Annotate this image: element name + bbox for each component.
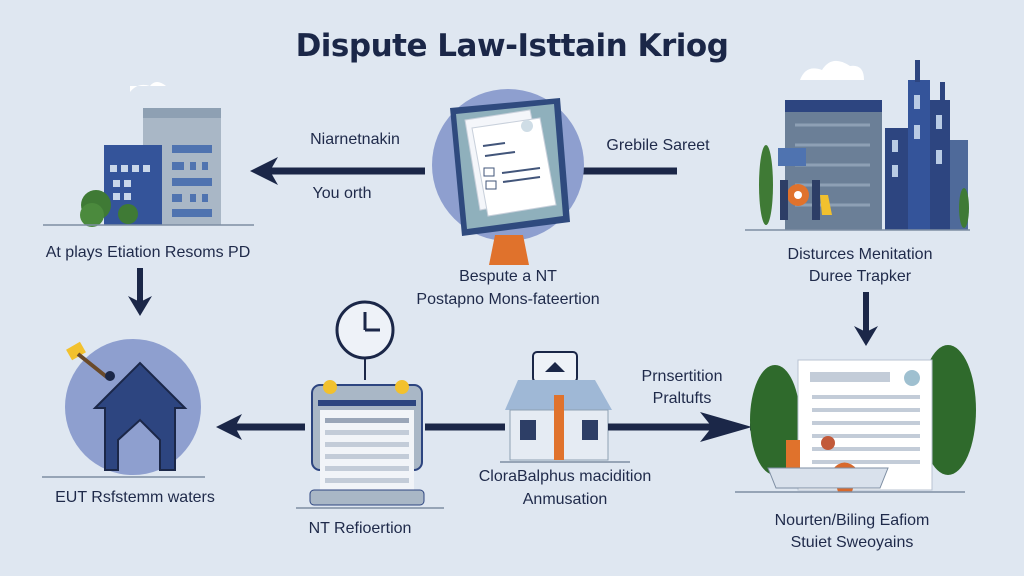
office-building-illustration	[43, 82, 254, 227]
node-label-top-left: At plays Etiation Resoms PD	[45, 244, 251, 261]
node-label-bottom-center-2: Anmusation	[522, 491, 608, 508]
arrow-down-right	[854, 292, 878, 346]
node-label-bottom-center-left: NT Refioertion	[308, 520, 412, 537]
report-document-illustration	[735, 345, 976, 493]
clock-laptop-illustration	[296, 300, 444, 509]
node-label-bottom-right-1: Nourten/Biling Eafiom	[774, 512, 930, 529]
edge-label-top-right: Grebile Sareet	[606, 137, 710, 154]
node-label-bottom-right-2: Stuiet Sweoyains	[790, 534, 914, 551]
edge-label-bottom-right-2: Praltufts	[652, 390, 712, 407]
page-title: Dispute Law-Isttain Kriog	[295, 28, 729, 64]
edge-label-top-left-above: Niarnetnakin	[310, 131, 400, 148]
edge-label-top-left-below: You orth	[312, 185, 372, 202]
node-label-top-center-1: Bespute a NT	[459, 268, 557, 285]
node-label-bottom-left: EUT Rsfstemm waters	[55, 489, 215, 506]
institution-building-illustration	[500, 351, 630, 463]
city-buildings-illustration	[745, 60, 970, 231]
node-label-bottom-center-1: CloraBalphus macidition	[478, 468, 652, 485]
edge-label-bottom-right-1: Prnsertition	[641, 368, 723, 385]
arrow-left-top	[250, 157, 425, 185]
node-label-top-right-1: Disturces Menitation	[787, 246, 933, 263]
node-label-top-center-2: Postapno Mons-fateertion	[416, 291, 600, 308]
arrow-down-left	[128, 268, 152, 316]
arrow-right-bottom	[608, 412, 770, 442]
house-gavel-illustration	[42, 339, 205, 478]
node-label-top-right-2: Duree Trapker	[808, 268, 912, 285]
arrow-left-bottom	[216, 414, 305, 440]
document-tablet-illustration	[432, 89, 584, 265]
